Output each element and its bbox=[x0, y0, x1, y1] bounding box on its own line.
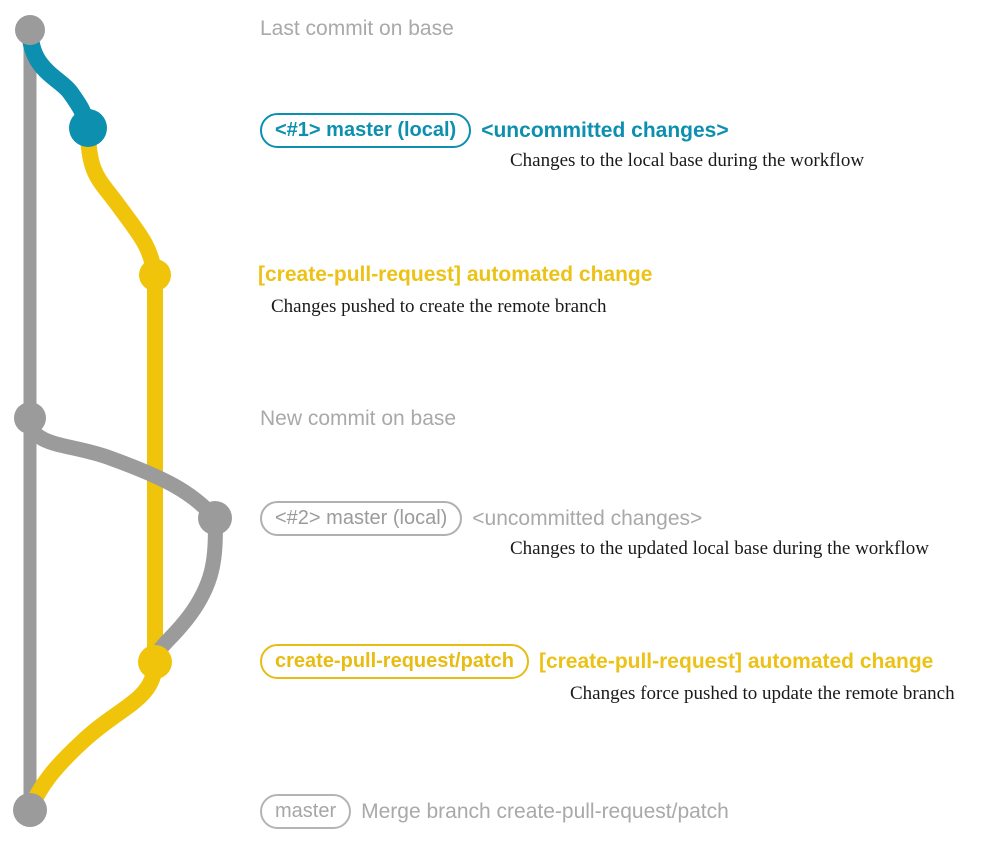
edge-local2-to-patch2 bbox=[147, 510, 223, 670]
commit-entry-local-uncommitted-2: <#2> master (local) <uncommitted changes> bbox=[260, 501, 702, 536]
commit-node-last-commit-on-base[interactable] bbox=[15, 15, 45, 45]
commit-entry-new-commit-on-base: New commit on base bbox=[260, 408, 456, 430]
ref-badge-master[interactable]: master bbox=[260, 794, 352, 829]
commit-headline: Last commit on base bbox=[260, 17, 454, 40]
commit-subject: Merge branch create-pull-request/patch bbox=[361, 799, 729, 823]
commit-entry-last-commit-on-base: Last commit on base bbox=[260, 18, 454, 40]
ref-badge-create-pull-request-patch[interactable]: create-pull-request/patch bbox=[260, 644, 529, 679]
commit-node-local-uncommitted-2[interactable] bbox=[198, 501, 232, 535]
commit-node-merge[interactable] bbox=[13, 793, 47, 827]
commit-entry-merge: master Merge branch create-pull-request/p… bbox=[260, 794, 729, 829]
commit-headline: [create-pull-request] automated change bbox=[258, 263, 653, 286]
commit-node-new-commit-on-base[interactable] bbox=[14, 402, 46, 434]
commit-subject: [create-pull-request] automated change bbox=[538, 649, 934, 673]
edge-local1-to-patch1 bbox=[80, 120, 163, 283]
commit-description-automated-change-2: Changes force pushed to update the remot… bbox=[570, 683, 955, 704]
edge-base2-to-local2 bbox=[22, 410, 223, 526]
commit-subject: <uncommitted changes> bbox=[472, 506, 703, 530]
ref-badge-master-local-1[interactable]: <#1> master (local) bbox=[260, 113, 472, 148]
commit-headline: New commit on base bbox=[260, 407, 457, 430]
commit-node-automated-change-1[interactable] bbox=[139, 259, 171, 291]
commit-node-local-uncommitted-1[interactable] bbox=[69, 109, 107, 147]
commit-description-local-uncommitted-1: Changes to the local base during the wor… bbox=[510, 150, 865, 171]
commit-description-automated-change-1: Changes pushed to create the remote bran… bbox=[271, 296, 607, 317]
ref-badge-master-local-2[interactable]: <#2> master (local) bbox=[260, 501, 463, 536]
edge-patch2-to-merge bbox=[22, 654, 163, 818]
commit-node-automated-change-2[interactable] bbox=[138, 645, 172, 679]
commit-entry-automated-change-2: create-pull-request/patch [create-pull-re… bbox=[260, 644, 933, 679]
commit-entry-automated-change-1: [create-pull-request] automated change bbox=[258, 264, 652, 286]
commit-subject: <uncommitted changes> bbox=[481, 118, 729, 142]
commit-description-local-uncommitted-2: Changes to the updated local base during… bbox=[510, 538, 929, 559]
commit-entry-local-uncommitted-1: <#1> master (local) <uncommitted changes> bbox=[260, 113, 729, 148]
